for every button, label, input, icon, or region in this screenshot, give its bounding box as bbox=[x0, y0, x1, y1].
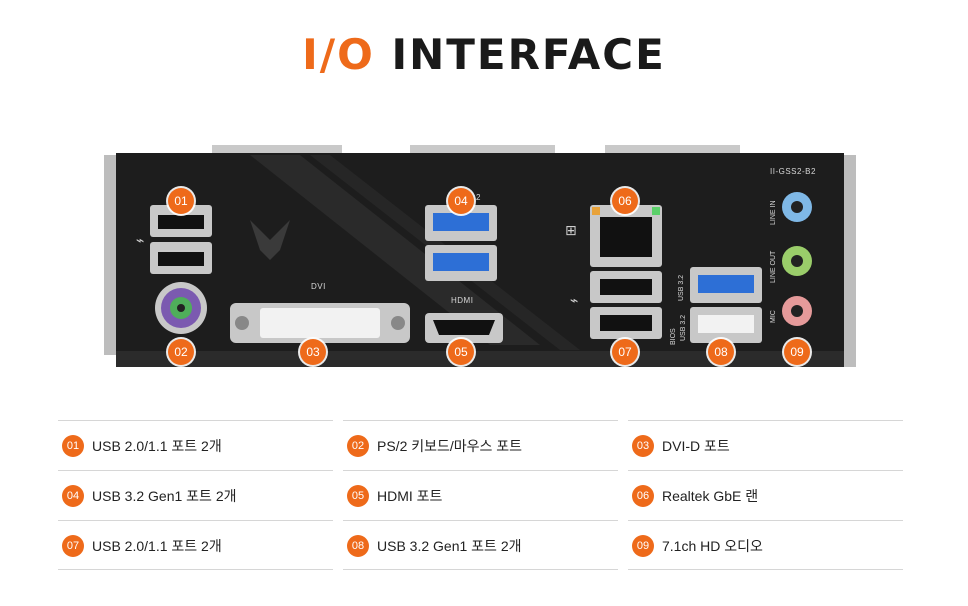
usb-side-label: USB 3.2 bbox=[678, 274, 685, 301]
legend-text: USB 3.2 Gen1 포트 2개 bbox=[377, 538, 522, 554]
port-badge-07: 07 bbox=[612, 339, 638, 365]
legend-item: 01 USB 2.0/1.1 포트 2개 bbox=[58, 420, 333, 470]
io-panel-illustration: ⌁ ⊞ ⌁ bbox=[104, 145, 856, 367]
page-title: I/O INTERFACE bbox=[0, 30, 968, 79]
legend-badge: 01 bbox=[62, 435, 84, 457]
legend-text: HDMI 포트 bbox=[377, 488, 443, 504]
port-badge-04: 04 bbox=[448, 188, 474, 214]
legend-badge: 07 bbox=[62, 535, 84, 557]
port-badge-01: 01 bbox=[168, 188, 194, 214]
legend-badge: 09 bbox=[632, 535, 654, 557]
shield-rail-right bbox=[842, 155, 856, 367]
legend-badge: 08 bbox=[347, 535, 369, 557]
legend-item: 07 USB 2.0/1.1 포트 2개 bbox=[58, 520, 333, 570]
hdmi-label: HDMI bbox=[451, 296, 474, 305]
legend-item: 02 PS/2 키보드/마우스 포트 bbox=[343, 420, 618, 470]
legend-column: 02 PS/2 키보드/마우스 포트 05 HDMI 포트 08 USB 3.2… bbox=[343, 420, 618, 570]
port-badge-05: 05 bbox=[448, 339, 474, 365]
usb-symbol-icon: ⌁ bbox=[570, 293, 578, 309]
legend-item: 04 USB 3.2 Gen1 포트 2개 bbox=[58, 470, 333, 520]
network-icon: ⊞ bbox=[565, 223, 577, 239]
usb-side2-label: USB 3.2 bbox=[680, 314, 687, 341]
legend-text: PS/2 키보드/마우스 포트 bbox=[377, 438, 523, 454]
legend-item: 06 Realtek GbE 랜 bbox=[628, 470, 903, 520]
decor-stripe bbox=[250, 155, 540, 345]
legend-item: 08 USB 3.2 Gen1 포트 2개 bbox=[343, 520, 618, 570]
model-code-label: II-GSS2-B2 bbox=[770, 167, 816, 176]
legend-item: 05 HDMI 포트 bbox=[343, 470, 618, 520]
legend-item: 09 7.1ch HD 오디오 bbox=[628, 520, 903, 570]
line-in-label: LINE IN bbox=[770, 200, 777, 225]
legend-text: USB 3.2 Gen1 포트 2개 bbox=[92, 488, 237, 504]
title-accent: I/O bbox=[302, 30, 375, 79]
port-badge-03: 03 bbox=[300, 339, 326, 365]
legend-badge: 02 bbox=[347, 435, 369, 457]
port-badge-08: 08 bbox=[708, 339, 734, 365]
legend-item: 03 DVI-D 포트 bbox=[628, 420, 903, 470]
legend-badge: 05 bbox=[347, 485, 369, 507]
port-badge-09: 09 bbox=[784, 339, 810, 365]
port-badge-06: 06 bbox=[612, 188, 638, 214]
legend-text: 7.1ch HD 오디오 bbox=[662, 538, 763, 554]
legend-badge: 03 bbox=[632, 435, 654, 457]
bios-label: BIOS bbox=[670, 328, 677, 345]
legend-badge: 04 bbox=[62, 485, 84, 507]
title-main: INTERFACE bbox=[391, 30, 666, 79]
legend-column: 03 DVI-D 포트 06 Realtek GbE 랜 09 7.1ch HD… bbox=[628, 420, 903, 570]
legend-badge: 06 bbox=[632, 485, 654, 507]
port-badge-02: 02 bbox=[168, 339, 194, 365]
usb-top-label: 2 bbox=[476, 193, 481, 202]
dvi-label: DVI bbox=[311, 282, 326, 291]
usb-symbol-icon: ⌁ bbox=[136, 233, 144, 249]
io-panel: ⌁ ⊞ ⌁ bbox=[100, 145, 860, 375]
legend-text: USB 2.0/1.1 포트 2개 bbox=[92, 538, 222, 554]
legend-text: DVI-D 포트 bbox=[662, 438, 730, 454]
legend-text: USB 2.0/1.1 포트 2개 bbox=[92, 438, 222, 454]
mic-label: MIC bbox=[770, 310, 777, 323]
legend-column: 01 USB 2.0/1.1 포트 2개 04 USB 3.2 Gen1 포트 … bbox=[58, 420, 333, 570]
line-out-label: LINE OUT bbox=[770, 250, 777, 283]
shield-rail-left bbox=[104, 155, 118, 355]
legend-text: Realtek GbE 랜 bbox=[662, 488, 759, 504]
aorus-logo bbox=[250, 220, 290, 260]
